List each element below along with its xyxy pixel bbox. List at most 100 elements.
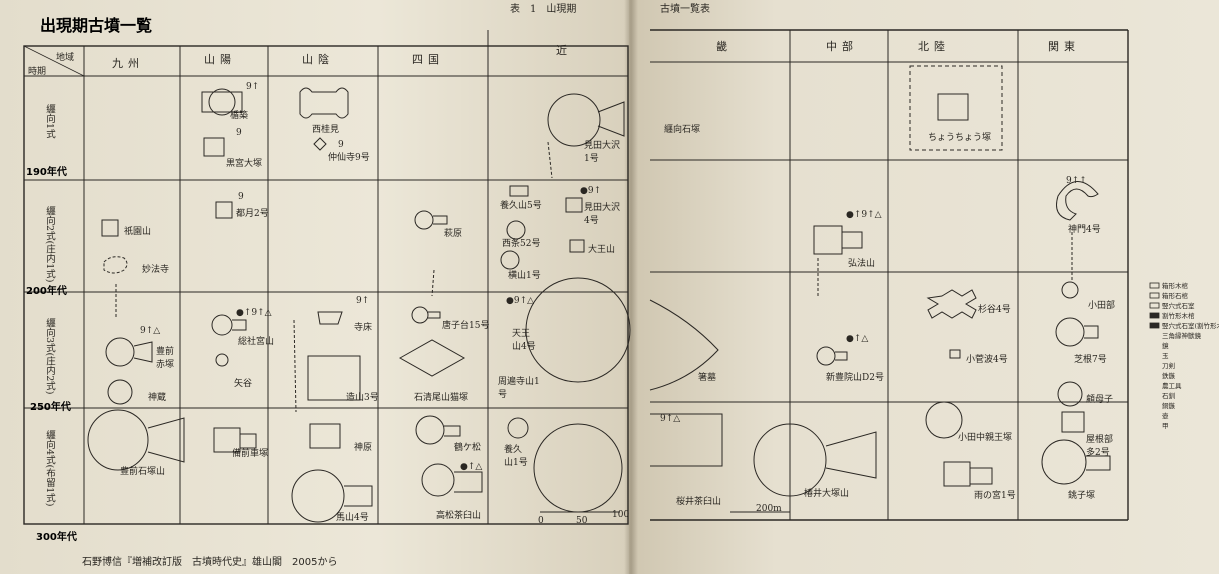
mound-label: 仲仙寺9号 [328, 153, 370, 163]
mound-label: 楯築 [230, 111, 249, 121]
legend-item: 銅鏃 [1162, 402, 1175, 410]
mound-tsukuriyama [307, 355, 361, 401]
left-page [0, 0, 629, 574]
mound-label: 総社宮山 [238, 337, 275, 347]
mound-label: 顧母子 [1086, 395, 1114, 405]
mound-label: ちょうちょう塚 [928, 133, 992, 143]
legend-item: 竪穴式石室(割竹形木棺) [1162, 322, 1219, 330]
table-caption-right: 古墳一覧表 [660, 4, 710, 15]
legend-item: 割竹形木棺 [1162, 312, 1195, 320]
grave-goods-symbols: ●9↑△ [506, 296, 535, 306]
region-kanto: 関東 [1048, 40, 1080, 53]
mound-label: 妙法寺 [142, 265, 170, 275]
grave-goods-symbols: ●↑△ [846, 334, 869, 344]
region-hokuriku: 北陸 [918, 40, 950, 53]
mound-label: 馬山4号 [336, 513, 369, 523]
mound-label: 神蔵 [148, 393, 167, 403]
region-sanin: 山陰 [302, 53, 334, 66]
legend-item: 竪穴式石室 [1162, 302, 1195, 310]
date-marker-190: 190年代 [26, 167, 67, 178]
mound-label: 小田中親王塚 [958, 433, 1013, 443]
mound-label: 高松茶臼山 [436, 511, 482, 521]
legend-item: 鏡 [1162, 342, 1169, 350]
source-credit: 石野博信『増補改訂版 古墳時代史』雄山閣 2005から [82, 557, 338, 568]
period-2: 纒向2式(庄内1式) [44, 206, 55, 283]
legend-item: 箱形木棺 [1162, 282, 1188, 290]
mound-label: 椿井大塚山 [804, 489, 850, 499]
legend-item: 三角縁神獣鏡 [1162, 332, 1201, 340]
mound-label: 都月2号 [236, 209, 269, 219]
grave-goods-symbols: ●↑△ [460, 462, 483, 472]
mound-label: 矢谷 [234, 379, 253, 389]
grave-goods-symbols: ●↑9↑△ [236, 308, 272, 318]
grave-goods-symbols: 9↑△ [660, 414, 681, 424]
table-caption-left: 表 1 山現期 [510, 4, 577, 15]
left-table-frame [23, 45, 629, 525]
scale-label: 200m [756, 504, 782, 514]
mound-label: 纒向石塚 [664, 125, 701, 135]
mound-label: 雨の宮1号 [974, 491, 1016, 501]
mound-label: 箸墓 [698, 373, 717, 383]
mound-label: 寺床 [354, 323, 373, 333]
grave-goods-symbols: 9↑ [246, 82, 260, 92]
mound-label: 横山1号 [508, 271, 541, 281]
mound-label: 新豊院山D2号 [826, 373, 884, 383]
page-title: 出現期古墳一覧 [40, 16, 153, 35]
mound-nishikeimi [299, 87, 349, 119]
mound-label: 西桂見 [312, 125, 340, 135]
mound-label: 西条52号 [502, 239, 541, 249]
legend-item: 刀剣 [1162, 362, 1175, 370]
grave-goods-symbols: ●9↑ [580, 186, 602, 196]
region-ki: 畿 [716, 40, 732, 53]
legend-item: 玉 [1162, 352, 1169, 360]
mound-label: 造山3号 [346, 393, 379, 403]
region-chubu: 中部 [826, 40, 858, 53]
region-kin: 近 [556, 44, 572, 57]
mound-label: 杉谷4号 [978, 305, 1011, 315]
period-corner-label: 時期 [28, 67, 47, 77]
mound-label: 弘法山 [848, 259, 876, 269]
region-shikoku: 四国 [412, 53, 444, 66]
mound-kobosan [813, 225, 843, 255]
mound-label: 神原 [354, 443, 373, 453]
mound-label: 見田大沢1号 [584, 141, 621, 164]
mound-hashinaka-round [547, 93, 601, 147]
mound-label: 屋根部多2号 [1086, 435, 1114, 458]
mound-hashihaka-round [525, 277, 631, 383]
mound-label: 豊前石塚山 [120, 467, 166, 477]
mound-label: 鶴ケ松 [454, 443, 482, 453]
grave-goods-symbols: 9↑↑ [1066, 176, 1087, 186]
mound-label: 黒宮大塚 [226, 159, 263, 169]
mound-label: 養久山1号 [504, 445, 528, 468]
mound-tatetsuki [201, 91, 243, 113]
mound-label: 神門4号 [1068, 225, 1101, 235]
mound-label: 芝根7号 [1074, 355, 1107, 365]
mound-label: 豊前赤塚 [156, 347, 175, 370]
legend-item: 甲 [1162, 422, 1169, 430]
mound-label: 周遍寺山1号 [498, 377, 540, 400]
mound-label: 小田部 [1088, 301, 1116, 311]
grave-goods-symbols: 9 [238, 192, 244, 202]
mound-label: 石清尾山猫塚 [414, 393, 469, 403]
mound-label: 養久山5号 [500, 201, 542, 211]
date-marker-300: 300年代 [36, 532, 77, 543]
mound-label: 桜井茶臼山 [676, 497, 722, 507]
mound-label: 大王山 [588, 245, 616, 255]
region-kyushu: 九州 [112, 57, 144, 70]
mound-label: 小菅波4号 [966, 355, 1008, 365]
mound-kando [1056, 181, 1099, 221]
mound-label: 銚子塚 [1068, 491, 1096, 501]
region-corner-label: 地域 [56, 53, 75, 63]
mound-label: 備前車塚 [232, 449, 269, 459]
legend-item: 壺 [1162, 412, 1169, 420]
mound-label: 唐子台15号 [442, 321, 490, 331]
period-3: 纒向3式(庄内2式) [44, 318, 55, 395]
date-marker-250: 250年代 [30, 402, 71, 413]
legend-item: 農工具 [1162, 382, 1182, 390]
scale-tick: 0 [538, 516, 544, 526]
legend-item: 石釧 [1162, 392, 1175, 400]
mound-ishizukayama [87, 409, 149, 471]
mound-label: 祇園山 [124, 227, 152, 237]
